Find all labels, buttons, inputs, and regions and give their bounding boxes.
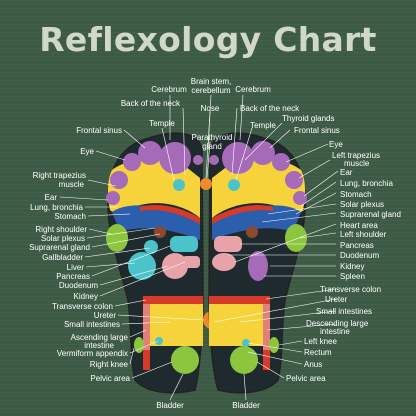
left-brainstem (209, 155, 219, 165)
left-descending-colon (263, 304, 270, 350)
right-cerebrum-3 (123, 153, 141, 171)
label-duodenum-left: Duodenum (59, 281, 98, 290)
left-suprarenal (246, 226, 258, 238)
label-bladder-right: Bladder (232, 401, 260, 410)
left-cerebrum-big (222, 142, 254, 174)
label-cerebrum-right: Cerebrum (235, 85, 271, 94)
label-ear-left: Ear (45, 193, 58, 202)
label-ear-right: Ear (340, 168, 353, 177)
label-duodenum-right: Duodenum (340, 251, 379, 260)
label-ureter-right: Ureter (325, 295, 348, 304)
right-cerebrum-big (159, 142, 191, 174)
label-rectum: Rectum (304, 348, 332, 357)
label-eye-right: Eye (329, 140, 343, 149)
label-lung-right: Lung, bronchia (340, 179, 393, 188)
left-foot (200, 133, 307, 393)
label-descending-2: intestine (320, 327, 350, 336)
label-solar-left: Solar plexus (41, 234, 85, 243)
label-right-shoulder: Right shoulder (35, 225, 87, 234)
label-thyroid: Thyroid glands (282, 114, 334, 123)
right-pelvic (171, 346, 199, 374)
label-suprarenal-left: Suprarenal gland (29, 243, 90, 252)
label-eye-left: Eye (80, 147, 94, 156)
label-small-int-right: Small intestines (316, 307, 372, 316)
label-pancreas-right: Pancreas (340, 241, 374, 250)
label-temple-left: Temple (149, 119, 175, 128)
label-brain-stem-1: Brain stem, (191, 77, 231, 86)
right-ascending-colon (143, 304, 150, 350)
left-cerebrum-3 (272, 153, 290, 171)
right-suprarenal (154, 226, 166, 238)
label-parathyroid-2: gland (202, 142, 222, 151)
label-transverse-right: Transverse colon (320, 285, 381, 294)
left-temple (228, 179, 240, 191)
heart-area (212, 253, 236, 271)
label-pelvic-left: Pelvic area (90, 374, 130, 383)
label-right-knee: Right knee (90, 360, 129, 369)
left-shoulder (285, 224, 307, 252)
left-pelvic (230, 346, 258, 374)
label-temple-right: Temple (250, 121, 276, 130)
label-lung-left: Lung, bronchia (30, 203, 83, 212)
left-spleen (248, 251, 268, 281)
right-pancreas (170, 236, 198, 252)
left-small-intestine (209, 304, 263, 346)
label-spleen: Spleen (340, 272, 365, 281)
right-gallbladder (144, 240, 158, 254)
label-back-of-neck-right: Back of the neck (240, 104, 300, 113)
label-frontal-sinus-left: Frontal sinus (76, 126, 122, 135)
label-left-shoulder: Left shoulder (340, 230, 387, 239)
right-temple (173, 179, 185, 191)
label-left-knee: Left knee (304, 337, 337, 346)
label-bladder-left: Bladder (156, 401, 184, 410)
label-heart: Heart area (340, 221, 378, 230)
label-nose: Nose (201, 104, 220, 113)
label-kidney-right: Kidney (340, 262, 364, 271)
label-suprarenal-right: Suprarenal gland (340, 210, 401, 219)
left-cerebrum-4 (285, 171, 303, 189)
left-knee (269, 337, 279, 353)
right-cerebrum-4 (110, 171, 128, 189)
label-parathyroid-1: Parathyroid (192, 133, 233, 142)
right-cerebrum-5 (106, 191, 120, 205)
label-cerebrum-left: Cerebrum (151, 85, 187, 94)
label-solar-right: Solar plexus (340, 200, 384, 209)
label-right-trapezius-1: Right trapezius (33, 171, 86, 180)
label-stomach-right: Stomach (340, 190, 372, 199)
left-cerebrum-2 (251, 141, 275, 165)
left-cerebrum-5 (293, 191, 307, 205)
label-transverse-left: Transverse colon (52, 302, 113, 311)
label-right-trapezius-2: muscle (59, 180, 85, 189)
label-pancreas-left: Pancreas (56, 272, 90, 281)
nose-dot (200, 178, 212, 190)
label-kidney-left: Kidney (74, 292, 98, 301)
label-pelvic-right: Pelvic area (286, 374, 326, 383)
label-liver: Liver (67, 263, 85, 272)
right-appendix (155, 337, 163, 345)
label-left-trapezius-2: muscle (344, 159, 370, 168)
label-frontal-sinus-right: Frontal sinus (294, 126, 340, 135)
left-pancreas (214, 236, 242, 252)
right-shoulder (106, 224, 128, 252)
label-gallbladder: Gallbladder (42, 253, 83, 262)
label-brain-stem-2: cerebellum (191, 86, 230, 95)
right-brainstem (193, 155, 203, 165)
right-cerebrum-2 (138, 141, 162, 165)
label-small-int-left: Small intestines (64, 320, 120, 329)
label-vermiform: Vermiform appendix (57, 349, 128, 358)
label-back-of-neck-left: Back of the neck (121, 99, 181, 108)
label-ureter-left: Ureter (94, 311, 117, 320)
label-anus: Anus (304, 360, 322, 369)
label-stomach-left: Stomach (54, 212, 86, 221)
